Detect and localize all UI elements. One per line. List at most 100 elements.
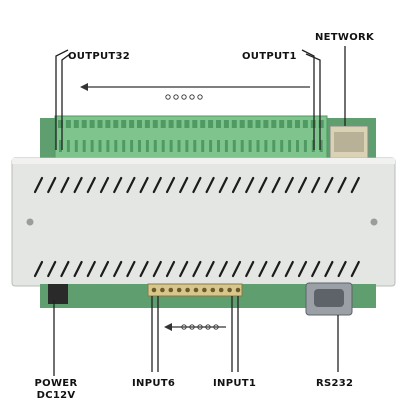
terminal-slot (256, 140, 260, 152)
terminal-screw (81, 120, 87, 128)
terminal-slot (248, 140, 252, 152)
vent-slot (205, 176, 215, 194)
terminal-slot (217, 140, 220, 152)
vent-slot (245, 260, 255, 278)
terminal-screw (105, 120, 111, 128)
terminal-slot (201, 140, 205, 152)
leader-output32 (55, 49, 69, 150)
terminal-screw (113, 120, 119, 128)
terminal-screw (73, 120, 79, 128)
terminal-screw (58, 120, 63, 128)
terminal-slot (185, 140, 189, 152)
power-label: POWER DC12V (28, 378, 84, 402)
terminal-slot (264, 140, 268, 152)
terminal-slot (296, 140, 299, 152)
dot (165, 94, 171, 100)
terminal-screw (216, 120, 221, 128)
terminal-screw (184, 120, 190, 128)
vent-slot (86, 176, 96, 194)
input-screw (193, 287, 199, 293)
vent-slot (205, 260, 215, 278)
vent-slot (337, 176, 347, 194)
vent-slot (297, 260, 308, 278)
vent-slot (152, 260, 162, 278)
network-label: NETWORK (315, 32, 375, 43)
rs232-label: RS232 (316, 378, 354, 389)
terminal-slot (232, 140, 236, 152)
terminal-screw (255, 120, 261, 128)
vent-slot (271, 176, 281, 194)
vent-slot (284, 260, 294, 278)
input-screw (176, 287, 182, 293)
terminal-screw (129, 120, 135, 128)
terminal-slot (224, 140, 228, 152)
vent-slot (152, 176, 162, 194)
vent-slot (33, 260, 44, 278)
terminal-screw (271, 120, 277, 128)
terminal-screw (223, 120, 229, 128)
terminal-screw (287, 120, 293, 128)
leader-output1-b (305, 53, 321, 150)
vent-slot (126, 260, 136, 278)
terminal-slot (74, 140, 78, 152)
terminal-slot (82, 140, 86, 152)
vent-slot (126, 176, 136, 194)
terminal-slot (138, 140, 141, 152)
vent-slot (47, 260, 57, 278)
terminal-slot (303, 140, 307, 152)
dot (205, 324, 211, 330)
terminal-screw (144, 120, 150, 128)
terminal-screw (192, 120, 198, 128)
mount-hole-right (370, 218, 378, 226)
terminal-screw (89, 120, 95, 128)
input-screw (227, 287, 232, 293)
vent-slot (113, 176, 123, 194)
terminal-screw (160, 120, 166, 128)
vent-slot (165, 176, 176, 194)
terminal-slot (90, 140, 94, 152)
terminal-screw (318, 120, 324, 128)
terminal-screw (137, 120, 142, 128)
terminal-slot (145, 140, 149, 152)
terminal-slot (280, 140, 284, 152)
vent-slot (73, 260, 83, 278)
terminal-slot (66, 140, 70, 152)
terminal-screw (247, 120, 253, 128)
input-screw (185, 287, 190, 293)
output-terminal-pins (58, 120, 324, 152)
terminal-slot (59, 140, 62, 152)
vent-slot (192, 260, 202, 278)
leader-output32-b (61, 53, 71, 150)
output-terminal-block (54, 115, 328, 161)
vent-slot (60, 260, 70, 278)
output1-label: OUTPUT1 (242, 51, 297, 62)
enclosure-body (11, 157, 396, 287)
terminal-screw (168, 120, 174, 128)
terminal-slot (240, 140, 244, 152)
vent-slot (33, 176, 44, 194)
vent-slot (99, 176, 110, 194)
input-screw (202, 287, 207, 293)
dot (173, 94, 179, 100)
terminal-slot (161, 140, 165, 152)
terminal-slot (272, 140, 276, 152)
dot (189, 94, 195, 100)
vent-slot (99, 260, 110, 278)
dot (197, 324, 203, 330)
output-dots (165, 94, 203, 100)
vent-slot (218, 260, 228, 278)
vent-slot (297, 176, 308, 194)
terminal-slot (106, 140, 110, 152)
input-terminal-pins (151, 287, 241, 293)
vent-slot (350, 260, 360, 278)
terminal-screw (121, 120, 127, 128)
vent-slot (139, 260, 149, 278)
vent-slot (231, 176, 242, 194)
terminal-screw (200, 120, 206, 128)
terminal-screw (208, 120, 214, 128)
terminal-screw (279, 120, 285, 128)
terminal-slot (169, 140, 173, 152)
vent-slot (60, 176, 70, 194)
terminal-screw (295, 120, 300, 128)
